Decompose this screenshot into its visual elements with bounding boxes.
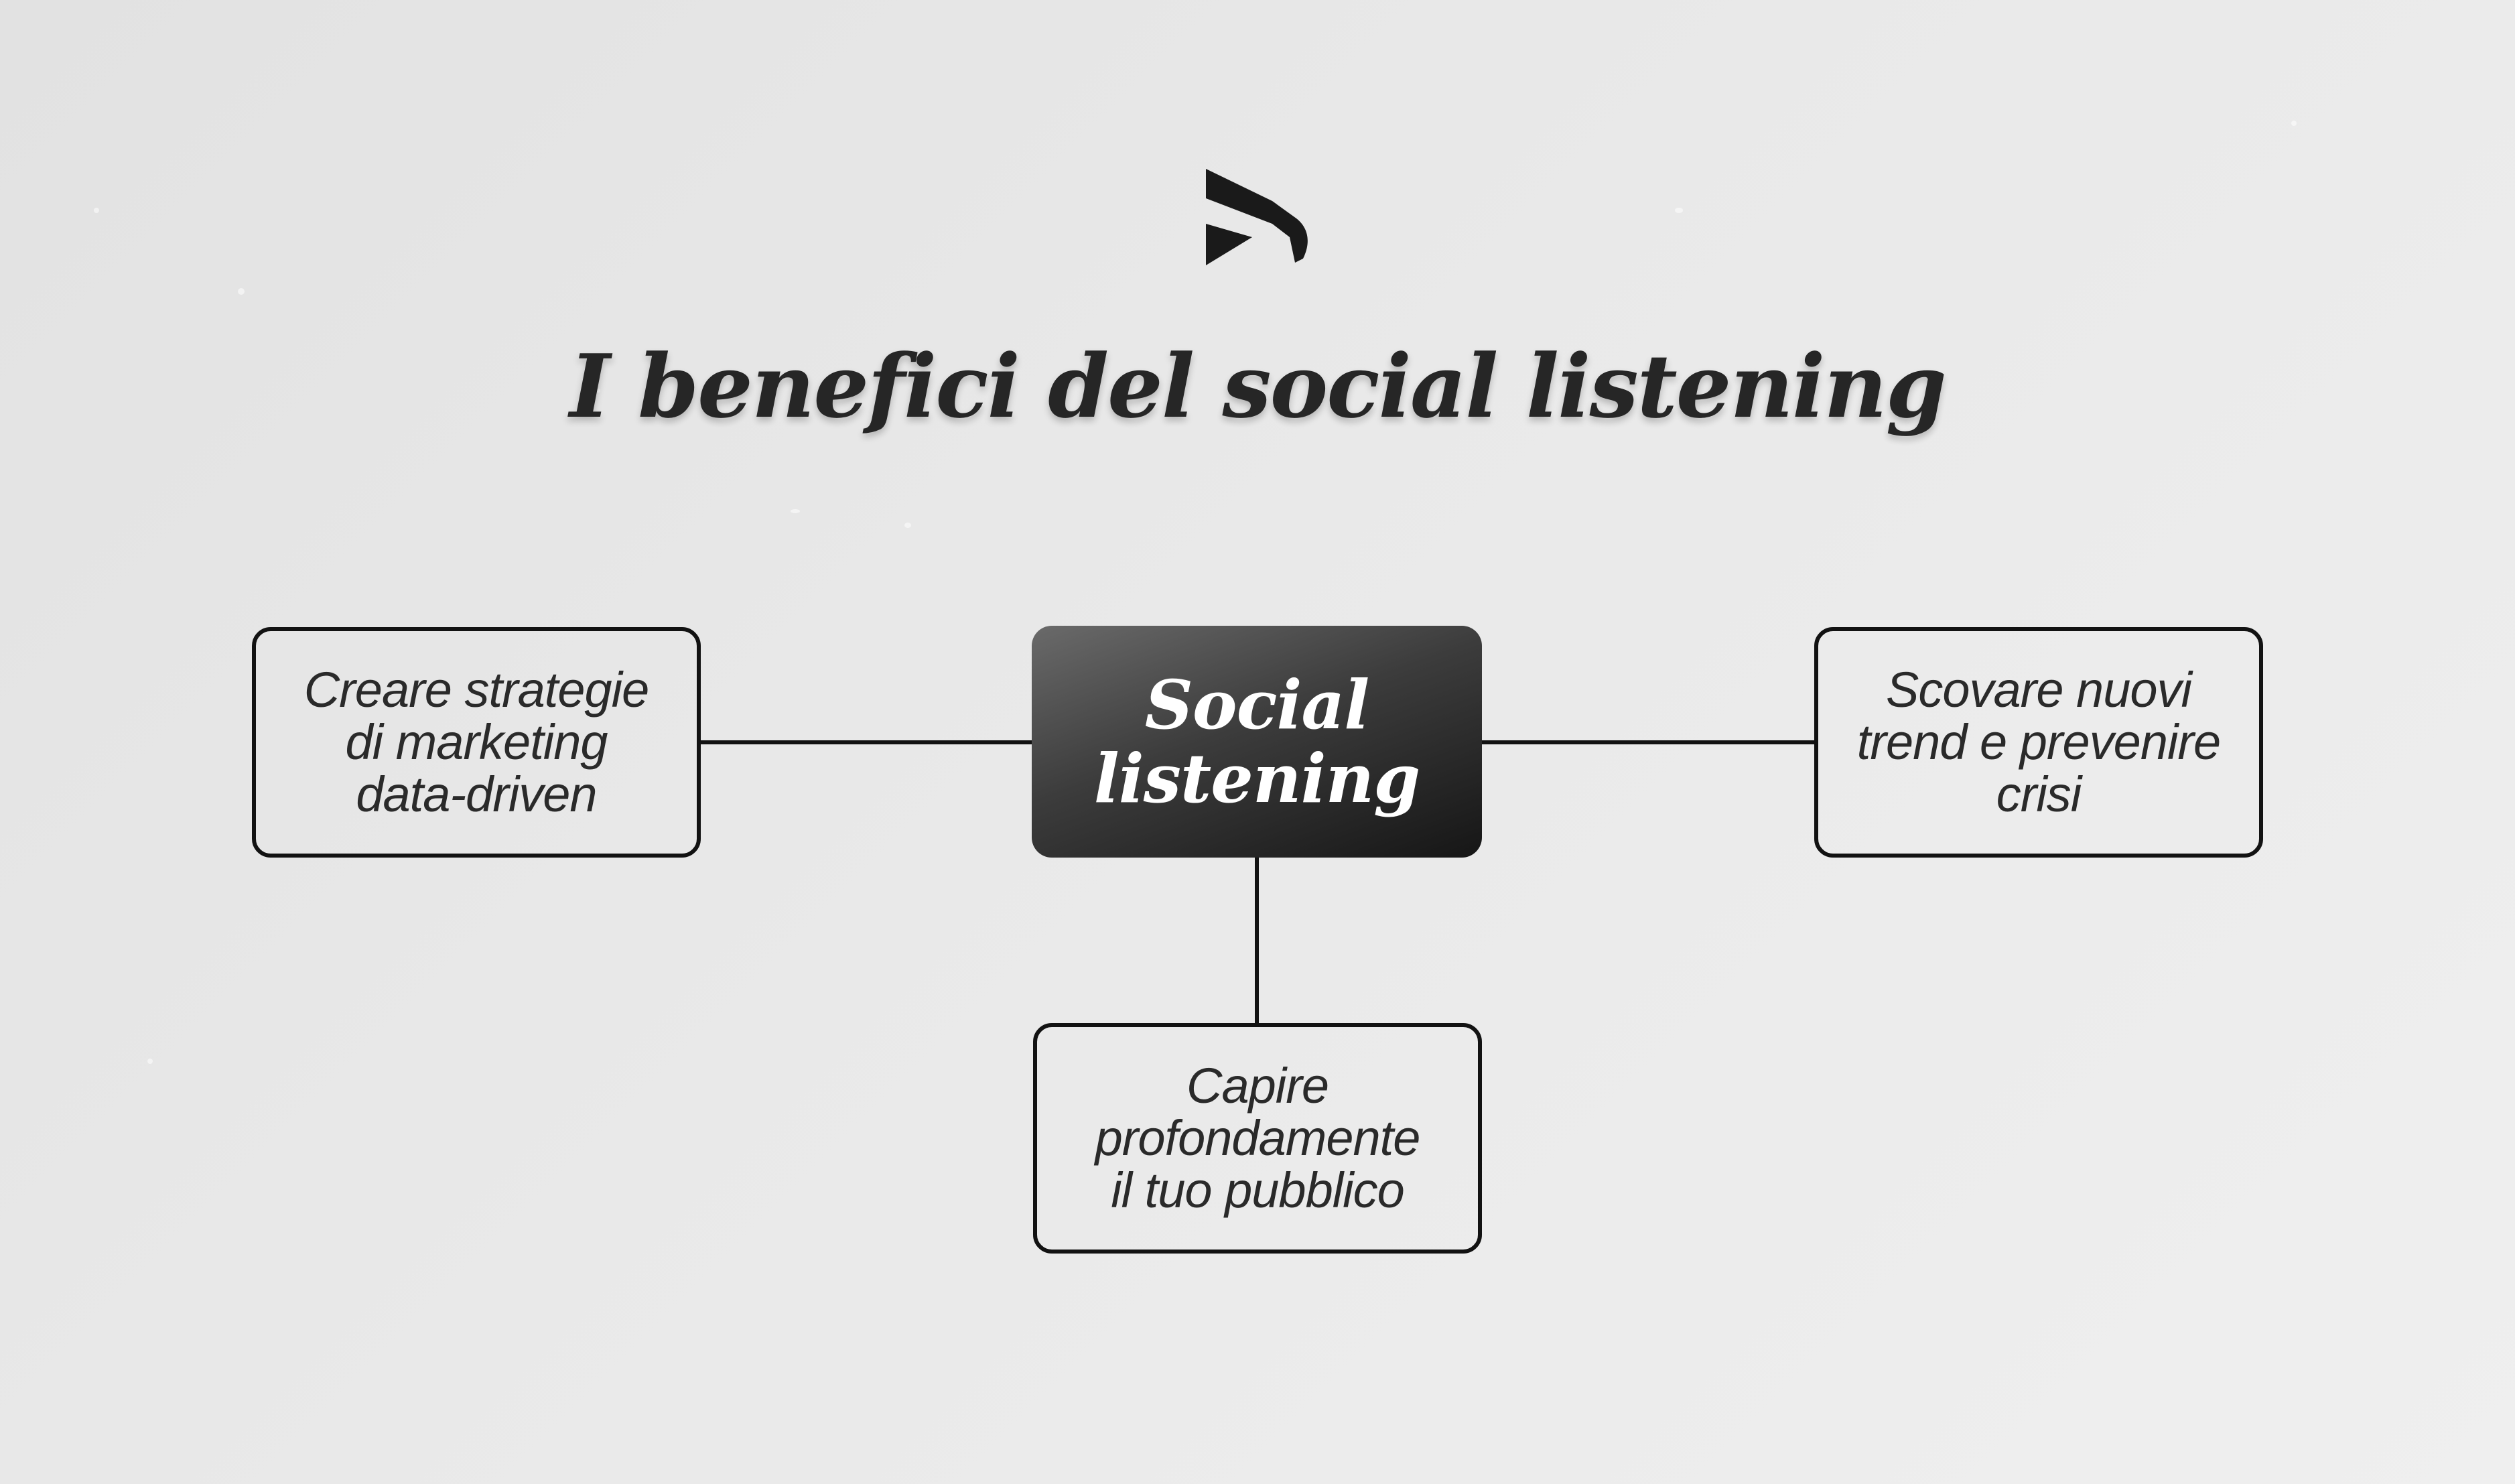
brand-mark-icon <box>1206 169 1308 265</box>
benefit-node-trends-crisis: Scovare nuovi trend e prevenire crisi <box>1814 627 2263 858</box>
texture-speck <box>791 509 800 513</box>
texture-speck <box>238 288 245 295</box>
texture-speck <box>94 208 99 213</box>
texture-speck <box>147 1059 153 1064</box>
texture-speck <box>2291 121 2297 126</box>
texture-speck <box>904 523 911 528</box>
benefit-node-marketing-strategy: Creare strategie di marketing data-drive… <box>252 627 701 858</box>
texture-speck <box>596 389 600 393</box>
texture-speck <box>1675 208 1683 213</box>
benefit-node-audience-understanding: Capire profondamente il tuo pubblico <box>1033 1023 1482 1254</box>
page-title: I benefici del social listening <box>569 335 1947 437</box>
central-node-social-listening: Social listening <box>1032 626 1482 858</box>
